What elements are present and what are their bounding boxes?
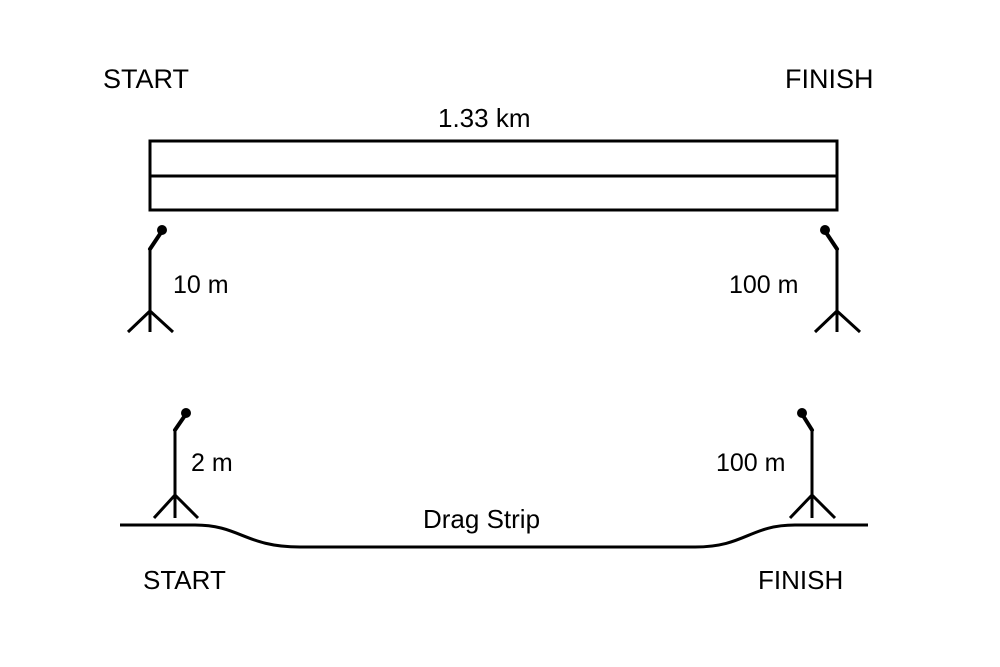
top-length-label: 1.33 km [438, 103, 531, 133]
bottom-finish-mic-distance: 100 m [716, 449, 785, 477]
top-track-diagram: START FINISH 1.33 km 10 m 100 m [103, 64, 874, 334]
top-finish-label: FINISH [785, 64, 874, 94]
top-start-microphone-icon [126, 225, 175, 334]
bottom-start-label: START [143, 565, 226, 595]
bottom-track-diagram: 2 m 100 m Drag Strip START FINISH [120, 408, 868, 595]
bottom-finish-microphone-icon [788, 408, 837, 520]
top-start-label: START [103, 64, 189, 94]
drag-strip-label: Drag Strip [423, 504, 540, 534]
bottom-finish-label: FINISH [758, 565, 843, 595]
bottom-start-microphone-icon [152, 408, 200, 520]
top-start-mic-distance: 10 m [173, 271, 229, 299]
bottom-start-mic-distance: 2 m [191, 449, 233, 477]
top-finish-mic-distance: 100 m [729, 271, 798, 299]
drag-strip-profile [120, 523, 868, 549]
top-finish-microphone-icon [813, 225, 862, 334]
